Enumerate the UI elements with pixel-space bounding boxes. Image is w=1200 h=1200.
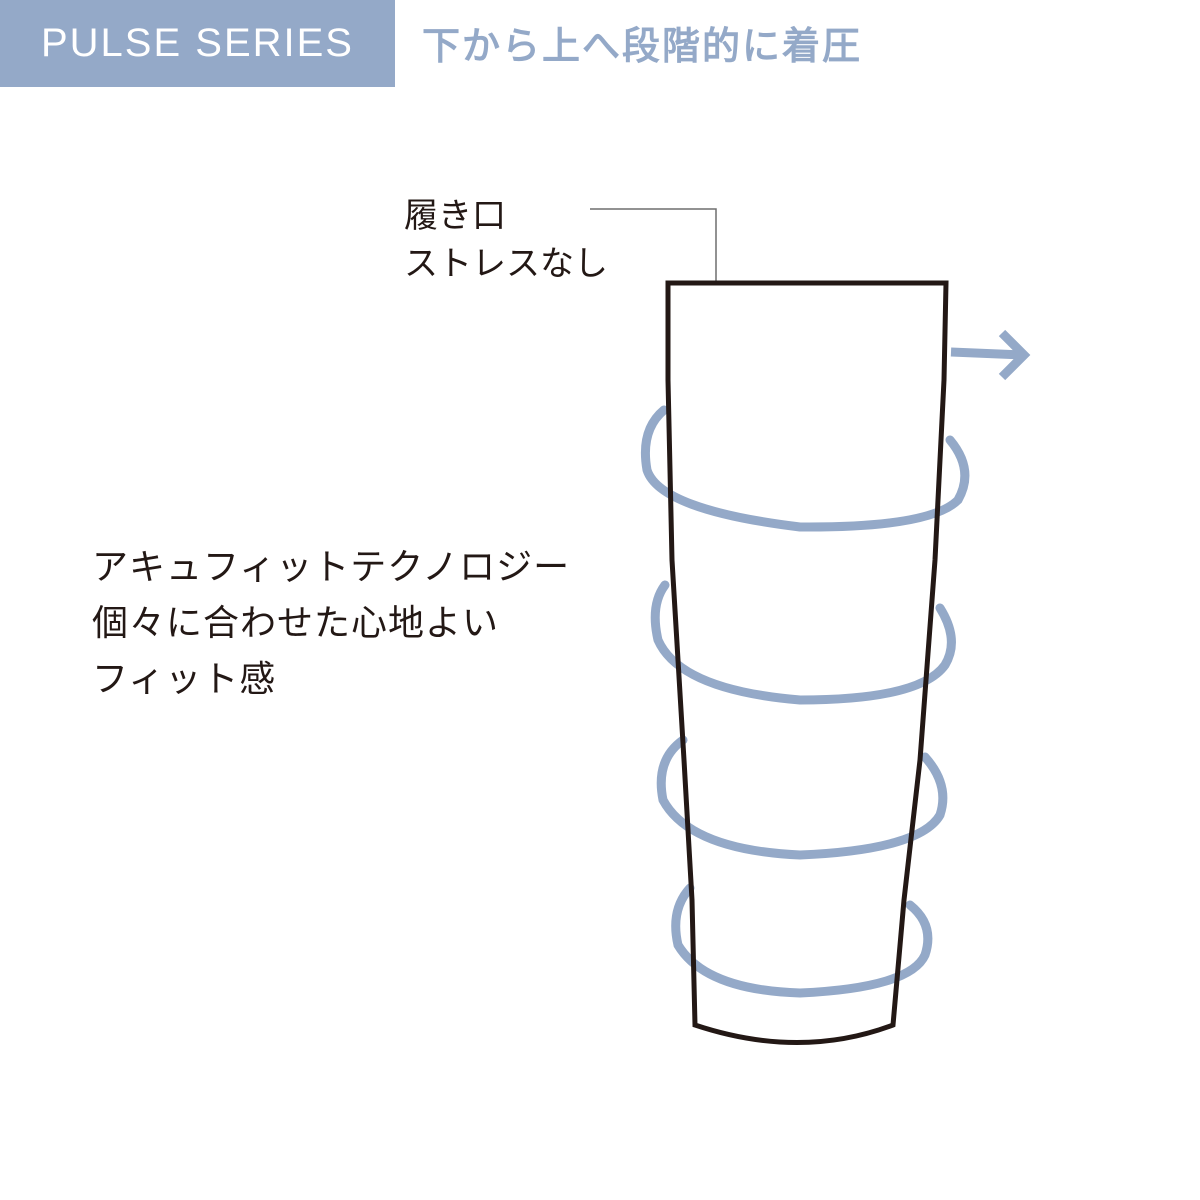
leg-outline: [668, 283, 946, 1043]
leg-outline-stroke: [665, 280, 949, 1045]
feature-callout-line-3: フィット感: [92, 659, 277, 700]
series-banner: PULSE SERIES: [0, 0, 395, 87]
feature-callout-line-2: 個々に合わせた心地よい: [92, 603, 500, 644]
compression-ring-3: [656, 735, 948, 860]
feature-callout: アキュフィットテクノロジー 個々に合わせた心地よい フィット感: [92, 540, 570, 708]
right-arrow-icon: [950, 329, 1031, 381]
compression-ring-2: [650, 580, 956, 705]
opening-callout-line-1: 履き口: [404, 196, 506, 236]
feature-callout-line-1: アキュフィットテクノロジー: [92, 547, 571, 588]
opening-callout: 履き口 ストレスなし: [404, 192, 608, 288]
compression-ring-4: [671, 883, 933, 998]
compression-ring-1: [640, 405, 970, 532]
tagline: 下から上へ段階的に着圧: [422, 24, 863, 68]
opening-callout-line-2: ストレスなし: [404, 244, 608, 284]
leader-line: [590, 208, 717, 298]
series-label: PULSE SERIES: [40, 21, 354, 65]
compression-rings: [640, 405, 970, 998]
